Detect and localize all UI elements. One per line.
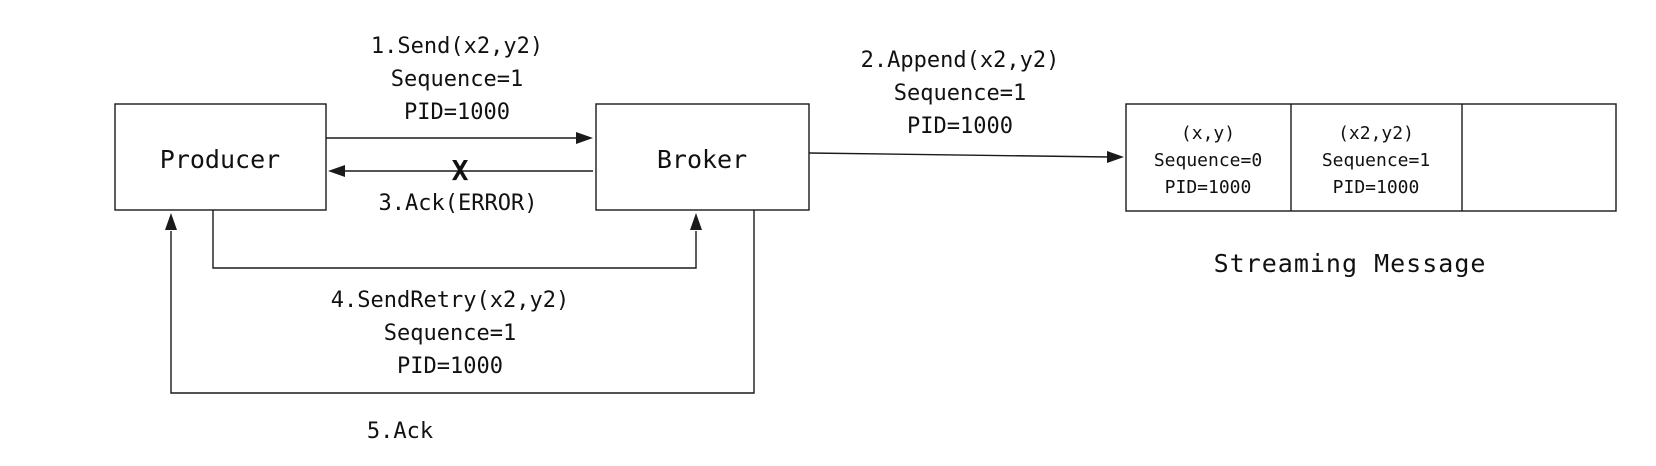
send-retry-label-line-2: Sequence=1 bbox=[384, 321, 516, 346]
send-label-line-3: PID=1000 bbox=[404, 100, 510, 125]
broker-node: Broker bbox=[595, 103, 810, 211]
ack-arrowhead bbox=[165, 213, 177, 230]
stream-cell-1-line-3: PID=1000 bbox=[1165, 177, 1252, 198]
append-label-line-1: 2.Append(x2,y2) bbox=[861, 48, 1060, 73]
stream-log-frame bbox=[1125, 103, 1617, 212]
send-label: 1.Send(x2,y2) Sequence=1 PID=1000 bbox=[371, 34, 543, 125]
send-retry-arrow bbox=[212, 210, 702, 269]
ack-path bbox=[170, 210, 755, 394]
ack-error-arrowhead bbox=[328, 165, 345, 177]
ack-error-label: 3.Ack(ERROR) bbox=[379, 191, 538, 216]
send-retry-path bbox=[212, 210, 697, 269]
producer-label: Producer bbox=[160, 145, 280, 174]
send-retry-label-line-3: PID=1000 bbox=[397, 354, 503, 379]
send-retry-arrowhead bbox=[690, 213, 702, 230]
stream-title: Streaming Message bbox=[1214, 249, 1487, 278]
append-arrow-line bbox=[808, 152, 1111, 158]
producer-box bbox=[114, 103, 327, 211]
send-arrowhead bbox=[576, 132, 593, 144]
send-arrow bbox=[326, 132, 593, 144]
stream-cell-2-line-2: Sequence=1 bbox=[1322, 150, 1430, 171]
stream-log: (x,y) Sequence=0 PID=1000 (x2,y2) Sequen… bbox=[1125, 103, 1617, 212]
stream-cell-2: (x2,y2) Sequence=1 PID=1000 bbox=[1322, 123, 1430, 198]
append-label-line-3: PID=1000 bbox=[907, 114, 1013, 139]
broker-box bbox=[595, 103, 810, 211]
ack-error-arrow bbox=[328, 165, 593, 177]
broker-label: Broker bbox=[657, 145, 747, 174]
send-retry-label-line-1: 4.SendRetry(x2,y2) bbox=[331, 288, 569, 313]
append-arrow bbox=[808, 151, 1124, 163]
send-label-line-1: 1.Send(x2,y2) bbox=[371, 34, 543, 59]
failure-x-mark: X bbox=[452, 154, 469, 187]
ack-arrow bbox=[165, 210, 755, 394]
ack-label: 5.Ack bbox=[367, 419, 433, 444]
stream-cell-2-line-3: PID=1000 bbox=[1333, 177, 1420, 198]
send-label-line-2: Sequence=1 bbox=[391, 67, 523, 92]
append-label-line-2: Sequence=1 bbox=[894, 81, 1026, 106]
stream-cell-2-line-1: (x2,y2) bbox=[1338, 123, 1414, 144]
stream-cell-1-line-2: Sequence=0 bbox=[1154, 150, 1262, 171]
stream-cell-1-line-1: (x,y) bbox=[1181, 123, 1235, 144]
send-retry-label: 4.SendRetry(x2,y2) Sequence=1 PID=1000 bbox=[331, 288, 569, 379]
append-arrowhead bbox=[1107, 151, 1124, 163]
stream-cell-1: (x,y) Sequence=0 PID=1000 bbox=[1154, 123, 1262, 198]
producer-node: Producer bbox=[114, 103, 327, 211]
append-label: 2.Append(x2,y2) Sequence=1 PID=1000 bbox=[861, 48, 1060, 139]
